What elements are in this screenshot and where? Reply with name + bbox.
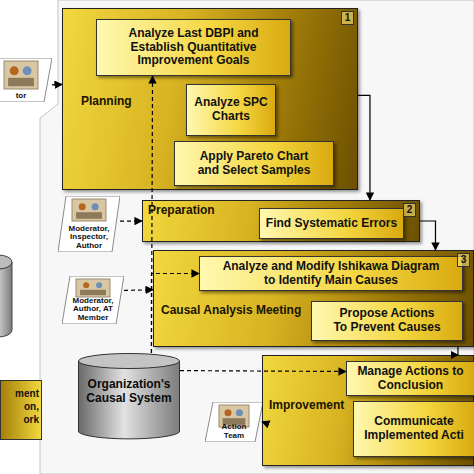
activity-text: Analyze SPC Charts [189, 96, 273, 124]
phase-band: Causal Analysis Meeting Analyze and Modif… [153, 250, 474, 347]
flow-arrow [358, 95, 370, 200]
flow-arrow [420, 221, 435, 250]
callout-number: 3 [457, 253, 470, 267]
activity-box: Analyze and Modify Ishikawa Diagram to I… [199, 256, 463, 291]
activity-box: Apply Pareto Chart and Select Samples [174, 141, 334, 186]
activity-box: Propose Actions To Prevent Causes [311, 301, 463, 341]
activity-box: Manage Actions to Conclusion [346, 361, 474, 396]
database-cylinder: Organization's Causal System [78, 353, 180, 441]
repository-cylinder [0, 255, 12, 337]
actor-role: tor [0, 58, 52, 102]
role-parallelogram [62, 276, 124, 324]
cylinder-top [79, 354, 180, 369]
box-text: ment on, ork [1, 381, 41, 426]
callout-number: 1 [341, 11, 354, 25]
process-panel [40, 0, 474, 474]
phase-heading: Preparation [148, 203, 215, 217]
dashed-arrow [151, 76, 152, 353]
actor-role: Moderator, Inspector, Author [58, 196, 120, 252]
flow-arrow [52, 84, 62, 86]
role-icon [4, 61, 38, 89]
phase-band: PreparationFind Systematic Errors2 [142, 200, 420, 242]
dashed-arrow [120, 220, 142, 221]
activity-text: Apply Pareto Chart and Select Samples [189, 150, 319, 178]
role-text: Moderator, Author, AT Member [68, 297, 118, 322]
dashed-arrow [262, 421, 263, 423]
activity-text: Communicate Implemented Acti [356, 415, 472, 443]
activity-text: Manage Actions to Conclusion [349, 365, 472, 393]
phase-band: Planning Analyze Last DBPI and Establish … [62, 8, 358, 190]
role-parallelogram [58, 196, 120, 252]
phase-band: Improvement Manage Actions to ConclusionC… [262, 355, 474, 466]
activity-text: Find Systematic Errors [262, 217, 401, 231]
phase-heading: Improvement [269, 398, 344, 412]
role-icon [72, 199, 106, 221]
dashed-arrow [151, 274, 199, 354]
role-text: tor [0, 92, 46, 100]
activity-text: Propose Actions To Prevent Causes [332, 307, 442, 335]
cropped-box: ment on, ork [0, 380, 42, 440]
activity-box: Analyze SPC Charts [186, 84, 276, 136]
actor-role: Action Team [205, 402, 263, 442]
flow-arrow [457, 347, 458, 355]
activity-text: Analyze and Modify Ishikawa Diagram to I… [219, 260, 443, 288]
phase-heading: Planning [81, 94, 132, 108]
database-label: Organization's Causal System [82, 377, 176, 406]
role-text: Moderator, Inspector, Author [64, 225, 114, 250]
activity-box: Analyze Last DBPI and Establish Quantita… [96, 19, 291, 76]
role-parallelogram [0, 58, 52, 102]
role-parallelogram [205, 402, 263, 442]
actor-role: Moderator, Author, AT Member [62, 276, 124, 324]
dashed-arrow [124, 289, 153, 291]
role-icon [76, 279, 110, 297]
phase-heading: Causal Analysis Meeting [161, 303, 301, 317]
activity-box: Communicate Implemented Acti [353, 401, 474, 457]
callout-number: 2 [403, 203, 416, 217]
activity-box: Find Systematic Errors [259, 208, 404, 239]
dashed-arrow [180, 370, 346, 372]
activity-text: Analyze Last DBPI and Establish Quantita… [103, 27, 284, 68]
role-text: Action Team [211, 423, 257, 440]
cylinder-body [79, 361, 180, 439]
